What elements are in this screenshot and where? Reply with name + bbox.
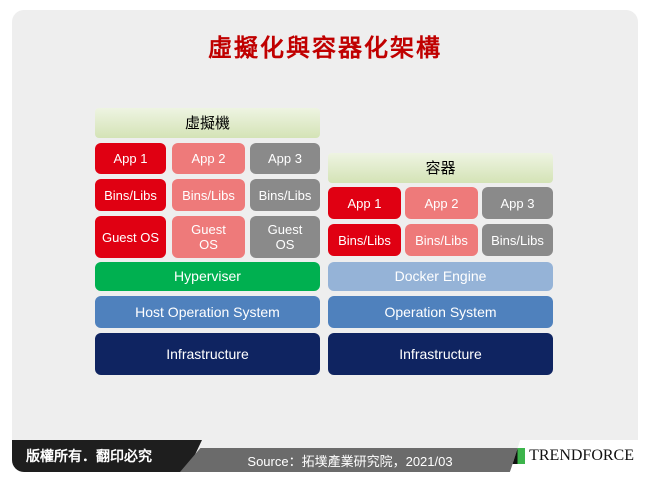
container-header: 容器 — [328, 153, 553, 183]
source-note: Source：拓墣產業研究院，2021/03 — [180, 448, 520, 472]
container-bins-3: Bins/Libs — [482, 224, 553, 256]
vm-guest-os-3: Guest OS — [250, 216, 320, 258]
os-layer: Operation System — [328, 296, 553, 328]
slide-title: 虛擬化與容器化架構 — [208, 35, 442, 62]
container-bins-1: Bins/Libs — [328, 224, 401, 256]
container-infrastructure-layer: Infrastructure — [328, 333, 553, 375]
docker-engine-layer: Docker Engine — [328, 262, 553, 291]
container-app-1: App 1 — [328, 187, 401, 219]
vm-app-1: App 1 — [95, 143, 166, 174]
vm-bins-1: Bins/Libs — [95, 179, 166, 211]
hyperviser-layer: Hyperviser — [95, 262, 320, 291]
host-os-layer: Host Operation System — [95, 296, 320, 328]
vm-bins-3: Bins/Libs — [250, 179, 320, 211]
vm-infrastructure-layer: Infrastructure — [95, 333, 320, 375]
logo-text: TRENDFORCE — [529, 447, 634, 464]
container-app-2: App 2 — [405, 187, 478, 219]
vm-bins-2: Bins/Libs — [172, 179, 245, 211]
copyright-notice: 版權所有．翻印必究 — [12, 440, 202, 472]
vm-app-3: App 3 — [250, 143, 320, 174]
vm-guest-os-2: Guest OS — [172, 216, 245, 258]
container-bins-2: Bins/Libs — [405, 224, 478, 256]
vm-guest-os-1: Guest OS — [95, 216, 166, 258]
vm-header: 虛擬機 — [95, 108, 320, 138]
container-app-3: App 3 — [482, 187, 553, 219]
trendforce-logo: TRENDFORCE — [510, 440, 638, 472]
vm-app-2: App 2 — [172, 143, 245, 174]
